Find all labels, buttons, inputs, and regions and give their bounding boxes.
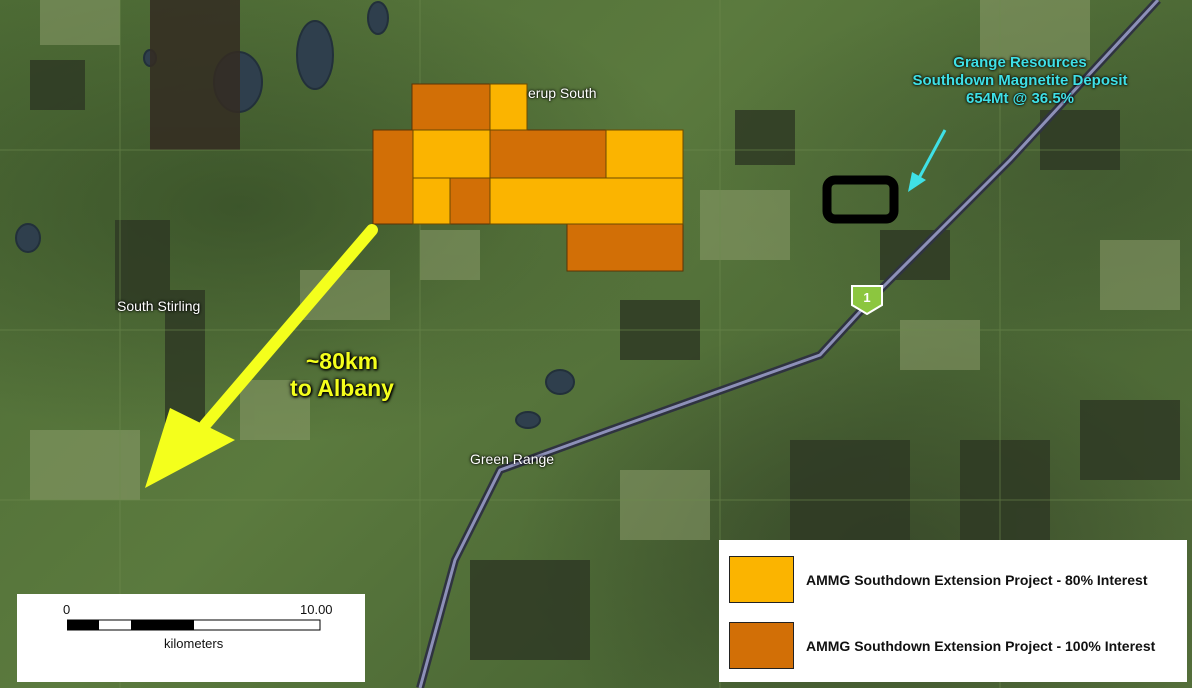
tenement-block-100 [411, 83, 491, 131]
field [980, 0, 1090, 60]
field [900, 320, 980, 370]
place-label-green-range: Green Range [470, 451, 555, 467]
tenement-block-80 [605, 129, 684, 179]
tenement-block-80 [489, 177, 684, 225]
albany-distance-value: ~80km [305, 348, 379, 374]
field [420, 230, 480, 280]
deposit-callout-resource: 654Mt @ 36.5% [965, 90, 1074, 107]
tenement-block-80 [412, 129, 491, 179]
light-fields [30, 0, 1180, 540]
tenement-block-100 [372, 129, 414, 225]
legend-swatch-80-interest [729, 556, 794, 603]
map-legend: AMMG Southdown Extension Project - 80% I… [719, 540, 1187, 682]
field [960, 440, 1050, 540]
scale-start-label: 0 [63, 602, 71, 617]
southdown-deposit-box [822, 175, 899, 224]
lake [296, 20, 334, 90]
tenement-80-percent [412, 83, 684, 225]
albany-distance-destination: to Albany [290, 375, 394, 401]
tenement-block-80 [489, 83, 528, 131]
legend-item-100-interest: AMMG Southdown Extension Project - 100% … [729, 622, 1176, 669]
field [790, 440, 910, 550]
highway-1-line [418, 0, 1160, 688]
highway-shield-icon: 1 [851, 285, 883, 315]
tenement-block-80 [412, 177, 451, 225]
field [240, 380, 310, 440]
field [735, 110, 795, 165]
deposit-callout-deposit-name: Southdown Magnetite Deposit [912, 72, 1128, 89]
field [1100, 240, 1180, 310]
lake [367, 1, 389, 35]
deposit-callout-arrowhead [908, 172, 926, 192]
scale-bar-graphic [67, 619, 321, 631]
scale-end-label: 10.00 [300, 602, 333, 617]
field [700, 190, 790, 260]
albany-direction-arrowhead [145, 408, 235, 488]
tenement-block-100 [489, 129, 607, 179]
legend-item-80-interest: AMMG Southdown Extension Project - 80% I… [729, 556, 1176, 603]
place-label-north-town: erup South [528, 85, 597, 101]
tenement-block-100 [566, 223, 684, 272]
highway-shield-number: 1 [863, 290, 870, 305]
field [40, 0, 120, 45]
legend-swatch-100-interest [729, 622, 794, 669]
field [1040, 110, 1120, 170]
field [30, 430, 140, 500]
scale-bar: 0 10.00 kilometers [17, 594, 365, 682]
field [30, 60, 85, 110]
lake [545, 369, 575, 395]
field [150, 0, 240, 150]
field [1080, 400, 1180, 480]
deposit-callout-text: Grange Resources Southdown Magnetite Dep… [860, 54, 1180, 108]
place-label-south-stirling: South Stirling [117, 298, 201, 314]
legend-label-80-interest: AMMG Southdown Extension Project - 80% I… [806, 571, 1148, 588]
scale-unit-label: kilometers [164, 636, 224, 651]
legend-label-100-interest: AMMG Southdown Extension Project - 100% … [806, 637, 1156, 654]
lake [515, 411, 541, 429]
tenement-100-percent [372, 83, 684, 272]
field [620, 470, 710, 540]
deposit-callout-arrow-shaft [916, 129, 947, 181]
albany-distance-text: ~80km to Albany [262, 348, 422, 402]
field [470, 560, 590, 660]
deposit-callout-company: Grange Resources [953, 54, 1087, 71]
albany-direction-arrow-shaft [199, 224, 378, 431]
lake [15, 223, 41, 253]
field [115, 220, 170, 310]
